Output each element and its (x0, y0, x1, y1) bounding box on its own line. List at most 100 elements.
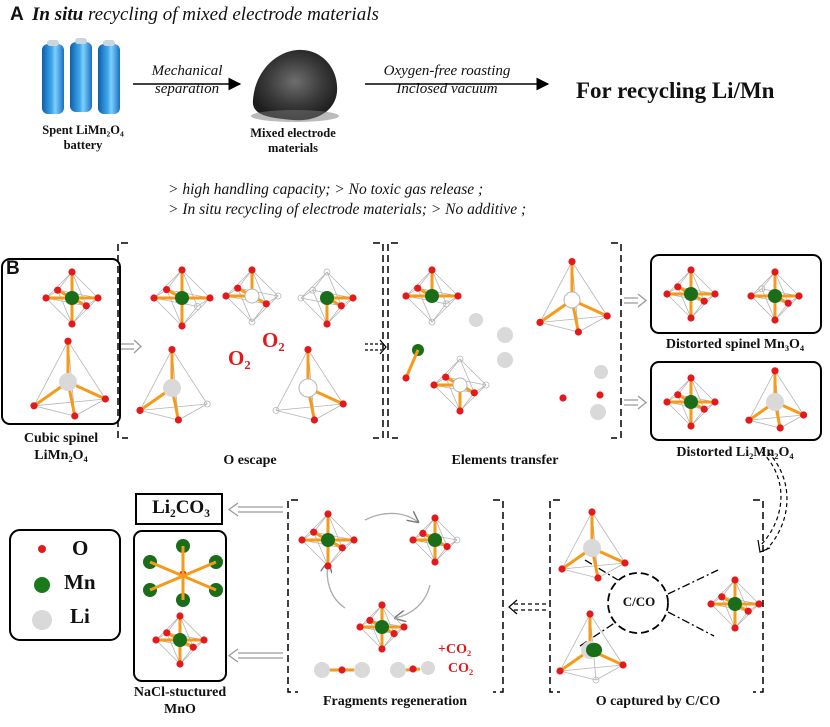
octahedron-edge (45, 297, 73, 325)
oxygen-atom (178, 322, 186, 330)
bond (404, 349, 420, 379)
oxygen-atom (428, 266, 436, 274)
powder-caption-line1: Mixed electrode (250, 126, 336, 140)
oxygen-atom (323, 320, 331, 328)
tetrahedron-edge (578, 315, 608, 333)
battery-cell (70, 38, 92, 112)
battery-caption-line2: battery (63, 138, 103, 152)
octahedron-edge (237, 269, 253, 289)
powder-caption: Mixed electrode materials (233, 126, 353, 156)
oxygen-atom (189, 643, 197, 651)
octahedron-edge (300, 297, 328, 325)
tetrahedron-edge (559, 664, 624, 672)
oxygen-atom (431, 514, 439, 522)
oxygen-atom (744, 607, 752, 615)
panel-a-letter: A (10, 4, 24, 25)
lithium-atom (590, 404, 606, 420)
manganese-atom (320, 291, 334, 305)
oxygen-atom (378, 645, 386, 653)
octahedron-edge (381, 604, 395, 634)
oxygen-atom (42, 294, 50, 302)
octahedron-edge (381, 626, 405, 650)
octahedron-edge (434, 539, 458, 563)
octahedron-edge (369, 620, 383, 650)
vacant-site (758, 285, 766, 293)
octahedron-edge (327, 513, 355, 541)
legend-mn-label: Mn (64, 570, 96, 594)
tetrahedron-edge (539, 322, 579, 333)
oxygen-atom (54, 286, 62, 294)
manganese-atom (588, 643, 602, 657)
octahedron-edge (251, 295, 279, 323)
c-co-label: C/CO (622, 594, 656, 609)
octahedron-edge (677, 394, 692, 427)
oxygen-atom (536, 318, 544, 326)
manganese-atom (425, 289, 439, 303)
oxygen-atom (174, 416, 182, 424)
step1-line1: Mechanical (151, 63, 223, 79)
lithium-atom (298, 378, 318, 398)
oxygen-atom (68, 268, 76, 276)
advantages: > high handling capacity; > No toxic gas… (168, 180, 526, 220)
step2-line2: Inclosed vacuum (396, 81, 498, 97)
oxygen-atom (687, 314, 695, 322)
octahedron-edge (166, 632, 181, 665)
octahedron-edge (181, 269, 198, 307)
oxygen-atom (163, 629, 171, 637)
oxygen-atom (470, 389, 478, 397)
oxygen-atom (707, 600, 715, 608)
tetrahedron-edge (33, 341, 69, 406)
tetrahedron-edge (178, 403, 208, 421)
octahedron-edge (434, 517, 448, 547)
octahedron-edge (225, 269, 253, 297)
octahedron-edge (251, 303, 267, 323)
octahedron-edge (734, 603, 760, 629)
panel-b-letter: B (6, 258, 20, 279)
oxygen-atom (206, 294, 214, 302)
lithium-atom (59, 373, 77, 391)
oxygen-atom (558, 565, 566, 573)
octahedron-edge (313, 513, 329, 533)
fragments-label: Fragments regeneration (323, 694, 467, 709)
mno-box (133, 530, 227, 682)
octahedron-edge (710, 603, 736, 629)
oxygen-atom (152, 636, 160, 644)
octahedron-edge (690, 401, 716, 427)
octahedron-edge (433, 384, 461, 412)
step2-label: Oxygen-free roasting Inclosed vacuum (362, 62, 532, 98)
lithium-atom (563, 291, 581, 309)
mno-label: NaCl-stuctured MnO (110, 684, 250, 718)
manganese-atom (375, 620, 389, 634)
co2-label: CO₂ (448, 661, 474, 676)
tetrahedron-edge (139, 403, 208, 411)
step1-line2: separation (154, 81, 220, 97)
manganese-atom (173, 633, 187, 647)
manganese-atom (452, 377, 468, 393)
octahedron-edge (153, 269, 183, 299)
crystal-structures (30, 258, 808, 684)
octahedron-edge (327, 539, 355, 567)
oxygen-atom (687, 266, 695, 274)
manganese-atom (684, 287, 698, 301)
lithium-atom (497, 352, 513, 368)
octahedron-edge (300, 297, 342, 307)
arrow-cubic-to-oescape (121, 339, 142, 354)
tetrahedron-edge (307, 349, 344, 405)
oxygen-atom (338, 666, 346, 674)
oxygen-atom (71, 412, 79, 420)
lithium-atom (390, 662, 406, 678)
octahedron-edge (690, 377, 705, 410)
octahedron-edge (422, 533, 436, 563)
octahedron-edge (750, 295, 776, 321)
octahedron-edge (774, 295, 800, 321)
octahedron-edge (381, 604, 405, 628)
oxygen-atom (454, 292, 462, 300)
octahedron-edge (734, 579, 749, 612)
step1-label: Mechanical separation (132, 62, 242, 98)
octahedron-edge (721, 596, 736, 629)
lithium-atom (469, 313, 483, 327)
legend: O Mn Li (10, 530, 120, 640)
legend-box (9, 529, 121, 641)
octahedron-edge (71, 297, 99, 325)
